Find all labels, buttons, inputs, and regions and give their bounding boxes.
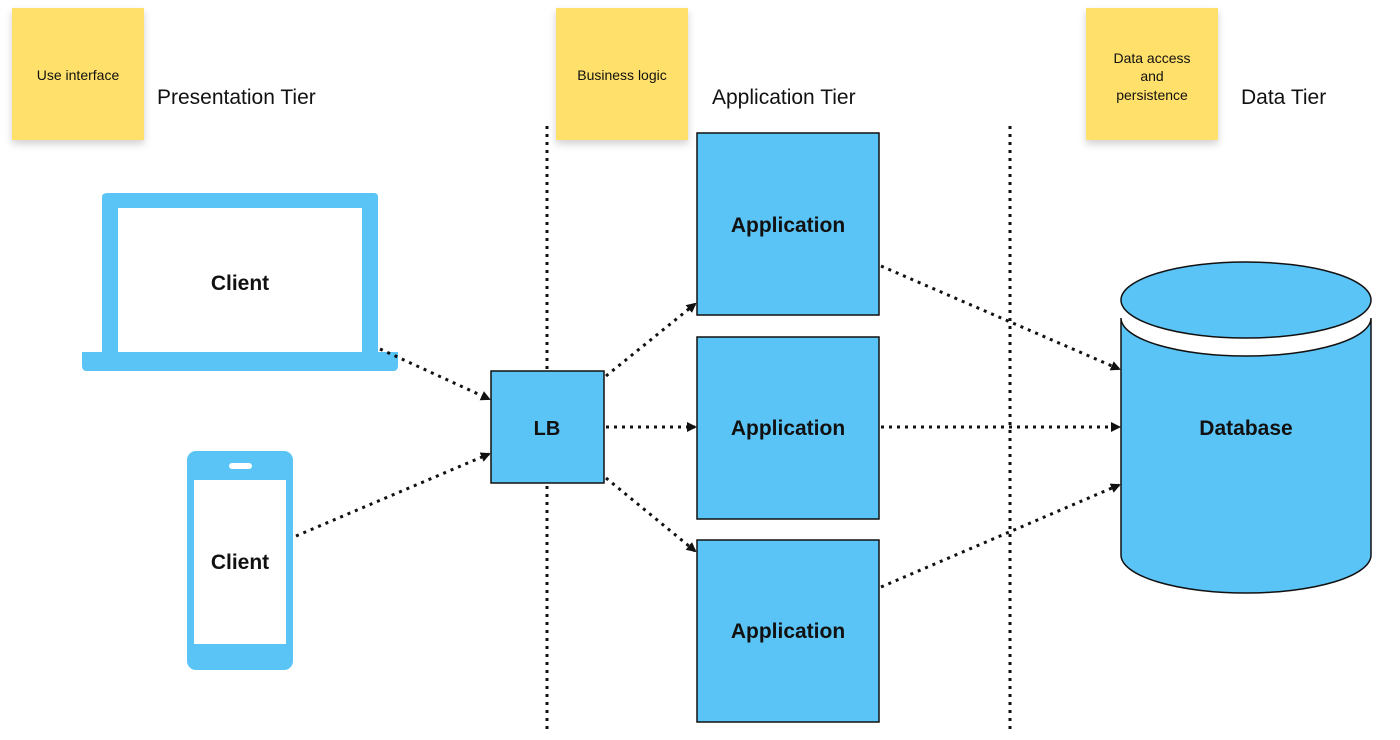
laptop-icon: [82, 193, 398, 371]
laptop-client-label: Client: [211, 272, 269, 295]
application-node-1-label: Application: [731, 214, 845, 237]
phone-to-lb-arrow: [295, 452, 491, 538]
phone-client-label: Client: [211, 551, 269, 574]
application-tier-title: Application Tier: [712, 86, 856, 109]
application-node-3: Application: [696, 539, 880, 723]
application-node-1: Application: [696, 132, 880, 316]
sticky-note-presentation-text: Use interface: [37, 67, 120, 83]
application-3-to-database-arrow: [880, 483, 1121, 589]
presentation-tier-title: Presentation Tier: [157, 86, 316, 109]
sticky-note-data-line2: and: [1140, 68, 1163, 84]
load-balancer-node: LB: [490, 370, 605, 484]
application-node-2: Application: [696, 336, 880, 520]
sticky-note-application: Business logic: [556, 8, 688, 140]
sticky-note-data-line3: persistence: [1116, 87, 1188, 103]
sticky-note-application-text: Business logic: [577, 67, 667, 83]
phone-client: Client: [187, 451, 293, 670]
sticky-note-data: Data access and persistence: [1086, 8, 1218, 140]
load-balancer-label: LB: [534, 418, 561, 440]
data-tier-title: Data Tier: [1241, 86, 1326, 109]
database-label: Database: [1199, 417, 1292, 440]
sticky-note-presentation: Use interface: [12, 8, 144, 140]
database-icon: [1120, 261, 1372, 594]
laptop-client: Client: [82, 193, 398, 371]
lb-to-application-1-arrow: [605, 302, 697, 378]
application-node-2-label: Application: [731, 417, 845, 440]
sticky-note-data-line1: Data access: [1113, 50, 1190, 66]
application-node-3-label: Application: [731, 620, 845, 643]
application-1-to-database-arrow: [880, 264, 1121, 371]
database-node: Database: [1120, 261, 1372, 594]
lb-to-application-3-arrow: [605, 476, 697, 553]
phone-icon: [187, 451, 293, 670]
